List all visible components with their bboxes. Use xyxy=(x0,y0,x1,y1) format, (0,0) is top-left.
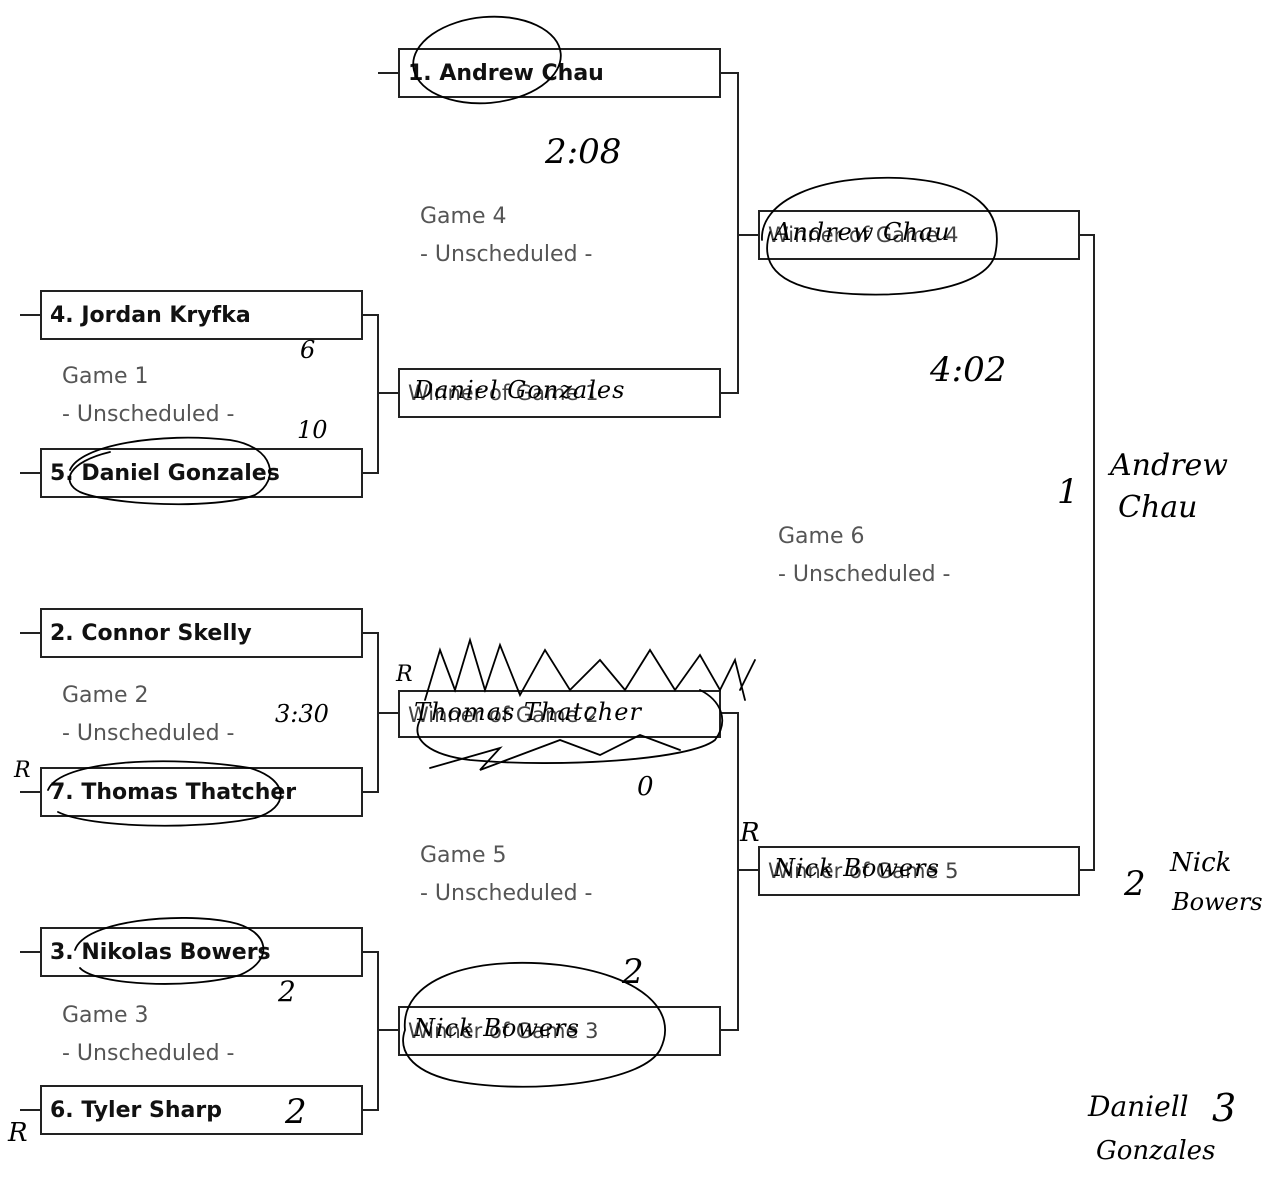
winner-slot-game-1: Winner of Game 1 Daniel Gonzales xyxy=(398,368,721,418)
note-score-kryfka: 6 xyxy=(300,336,316,364)
note-score-game-3-winner: 2 xyxy=(622,952,644,992)
game-status: - Unscheduled - xyxy=(62,721,235,746)
winner-handwritten-name: Nick Bowers xyxy=(774,854,940,882)
slot-label: 5. Daniel Gonzales xyxy=(50,460,280,486)
seed-slot-thomas-thatcher: 7. Thomas Thatcher xyxy=(40,767,363,817)
winner-handwritten-name: Nick Bowers xyxy=(414,1014,580,1042)
note-r-thatcher: R xyxy=(14,758,31,783)
winner-printed-label: Winner of Game 5 xyxy=(768,859,959,883)
slot-label: 6. Tyler Sharp xyxy=(50,1097,222,1123)
winner-slot-game-2: Winner of Game 2 Thomas Thatcher xyxy=(398,690,721,738)
game-status: - Unscheduled - xyxy=(420,881,593,906)
game-title: Game 6 xyxy=(778,524,865,549)
note-r-sharp: R xyxy=(8,1118,28,1148)
seed-slot-daniel-gonzales: 5. Daniel Gonzales xyxy=(40,448,363,498)
seed-slot-nikolas-bowers: 3. Nikolas Bowers xyxy=(40,927,363,977)
note-time-game-2: 3:30 xyxy=(275,700,329,728)
note-score-sharp: 2 xyxy=(285,1092,307,1132)
winner-slot-game-3: Winner of Game 3 Nick Bowers xyxy=(398,1006,721,1056)
winner-handwritten-name: Andrew Chau xyxy=(774,218,951,246)
game-label-3: Game 3 - Unscheduled - xyxy=(62,997,234,1073)
note-time-game-4: 2:08 xyxy=(545,132,622,172)
winner-slot-game-4: Winner of Game 4 Andrew Chau xyxy=(758,210,1080,260)
note-champion-first: Andrew xyxy=(1110,448,1228,483)
game-label-1: Game 1 - Unscheduled - xyxy=(62,358,234,434)
note-third-last: Gonzales xyxy=(1096,1136,1216,1166)
slot-label: 7. Thomas Thatcher xyxy=(50,779,297,805)
game-status: - Unscheduled - xyxy=(62,1041,235,1066)
note-time-game-6: 4:02 xyxy=(930,350,1007,390)
note-score-bowers: 2 xyxy=(278,975,296,1008)
slot-label: 3. Nikolas Bowers xyxy=(50,939,271,965)
note-place-3: 3 xyxy=(1212,1086,1237,1130)
note-score-game-5: 0 xyxy=(637,772,654,802)
game-status: - Unscheduled - xyxy=(62,402,235,427)
game-label-6: Game 6 - Unscheduled - xyxy=(778,518,950,594)
game-status: - Unscheduled - xyxy=(778,562,951,587)
winner-handwritten-name: Daniel Gonzales xyxy=(414,376,626,404)
note-runner-up-last: Bowers xyxy=(1172,888,1263,916)
note-score-gonzales: 10 xyxy=(297,416,328,444)
game-title: Game 2 xyxy=(62,683,149,708)
game-status: - Unscheduled - xyxy=(420,242,593,267)
seed-slot-andrew-chau: 1. Andrew Chau xyxy=(398,48,721,98)
game-title: Game 1 xyxy=(62,364,149,389)
seed-slot-tyler-sharp: 6. Tyler Sharp xyxy=(40,1085,363,1135)
note-r-game-5-winner: R xyxy=(740,818,760,848)
game-title: Game 4 xyxy=(420,204,507,229)
game-title: Game 3 xyxy=(62,1003,149,1028)
note-place-1: 1 xyxy=(1057,472,1079,512)
game-title: Game 5 xyxy=(420,843,507,868)
game-label-4: Game 4 - Unscheduled - xyxy=(420,198,592,274)
seed-slot-jordan-kryfka: 4. Jordan Kryfka xyxy=(40,290,363,340)
note-place-2: 2 xyxy=(1124,864,1146,904)
winner-handwritten-name: Thomas Thatcher xyxy=(414,698,642,726)
note-champion-last: Chau xyxy=(1118,490,1198,525)
game-label-2: Game 2 - Unscheduled - xyxy=(62,677,234,753)
slot-label: 4. Jordan Kryfka xyxy=(50,302,251,328)
seed-slot-connor-skelly: 2. Connor Skelly xyxy=(40,608,363,658)
note-third-first: Daniell xyxy=(1088,1090,1189,1123)
note-r-game-2-winner: R xyxy=(396,662,413,687)
game-label-5: Game 5 - Unscheduled - xyxy=(420,837,592,913)
winner-slot-game-5: Winner of Game 5 Nick Bowers xyxy=(758,846,1080,896)
winner-printed-label: Winner of Game 1 xyxy=(408,381,599,405)
note-runner-up-first: Nick xyxy=(1170,848,1232,878)
slot-label: 2. Connor Skelly xyxy=(50,620,252,646)
slot-label: 1. Andrew Chau xyxy=(408,60,604,86)
